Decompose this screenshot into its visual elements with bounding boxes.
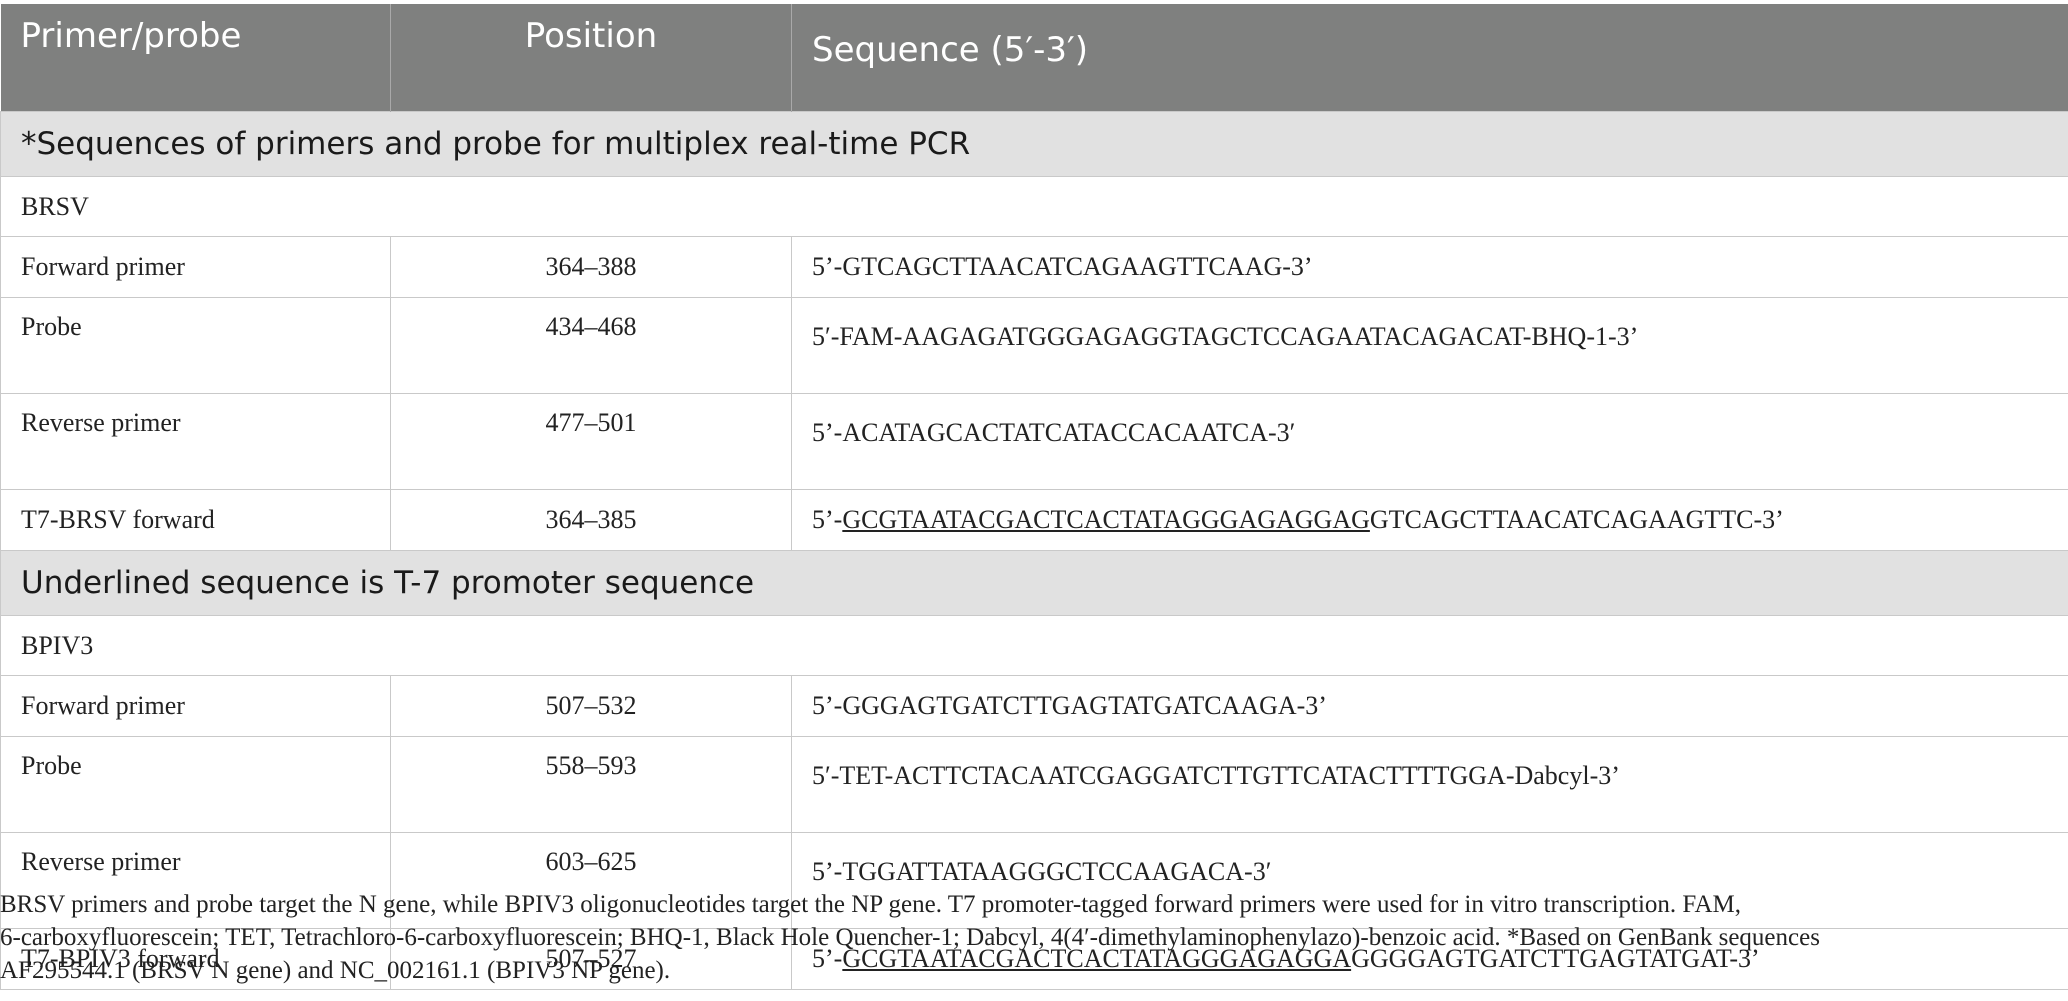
primer-table-container: Primer/probe Position Sequence (5′-3′) *… xyxy=(0,4,2068,990)
sequence-text: 5’-TGGATTATAAGGGCTCCAAGACA-3′ xyxy=(812,857,1272,886)
row-position: 507–527 xyxy=(390,928,792,990)
row-position: 364–388 xyxy=(390,236,792,298)
row-primer-name: T7-BRSV forward xyxy=(0,489,391,551)
t7-promoter-underlined: GCGTAATACGACTCACTATAGGGAGAGGAG xyxy=(842,505,1370,534)
section-title: *Sequences of primers and probe for mult… xyxy=(0,111,2068,177)
footnote-line: AF295544.1 (BRSV N gene) and NC_002161.1… xyxy=(0,957,671,984)
section-row: *Sequences of primers and probe for mult… xyxy=(0,111,2068,177)
row-position: 507–532 xyxy=(390,675,792,737)
sequence-text: 5′-TET-ACTTCTACAATCGAGGATCTTGTTCATACTTTT… xyxy=(812,761,1620,790)
header-primer-probe: Primer/probe xyxy=(0,4,391,112)
footnote-line: BRSV primers and probe target the N gene… xyxy=(0,891,1742,918)
row-sequence: 5’-GGGAGTGATCTTGAGTATGATCAAGA-3’ xyxy=(791,675,2068,737)
row-primer-name: Probe xyxy=(0,297,391,394)
table-row: Reverse primer 603–625 5’-TGGATTATAAGGGC… xyxy=(0,832,2068,929)
sequence-text: 5’-GGGAGTGATCTTGAGTATGATCAAGA-3’ xyxy=(812,691,1327,720)
sequence-suffix: GTCAGCTTAACATCAGAAGTTC-3’ xyxy=(1369,505,1784,534)
sequence-prefix: 5’- xyxy=(812,944,843,973)
table-footnote: BRSV primers and probe target the N gene… xyxy=(0,888,2040,987)
primer-probe-table: Primer/probe Position Sequence (5′-3′) *… xyxy=(0,4,2068,990)
row-position: 364–385 xyxy=(390,489,792,551)
group-label-brsv: BRSV xyxy=(0,176,2068,237)
table-header-row: Primer/probe Position Sequence (5′-3′) xyxy=(0,4,2068,112)
row-primer-name: Probe xyxy=(0,736,391,833)
sequence-text: 5′-FAM-AAGAGATGGGAGAGGTAGCTCCAGAATACAGAC… xyxy=(812,322,1639,351)
t7-promoter-underlined: GCGTAATACGACTCACTATAGGGAGAGGA xyxy=(842,944,1352,973)
row-primer-name: Forward primer xyxy=(0,236,391,298)
table-row: T7-BPIV3 forward 507–527 5’-GCGTAATACGAC… xyxy=(0,928,2068,990)
section-title: Underlined sequence is T-7 promoter sequ… xyxy=(0,550,2068,616)
row-position: 477–501 xyxy=(390,393,792,490)
header-position: Position xyxy=(390,4,792,112)
row-primer-name: Forward primer xyxy=(0,675,391,737)
row-position: 558–593 xyxy=(390,736,792,833)
footnote-line: 6-carboxyfluorescein; TET, Tetrachloro-6… xyxy=(0,924,1820,951)
row-sequence: 5′-FAM-AAGAGATGGGAGAGGTAGCTCCAGAATACAGAC… xyxy=(791,297,2068,394)
group-label-bpiv3: BPIV3 xyxy=(0,615,2068,676)
sequence-prefix: 5’- xyxy=(812,505,843,534)
row-primer-name: Reverse primer xyxy=(0,393,391,490)
table-row: Forward primer 507–532 5’-GGGAGTGATCTTGA… xyxy=(0,675,2068,737)
row-sequence: 5’-ACATAGCACTATCATACCACAATCA-3′ xyxy=(791,393,2068,490)
row-sequence: 5’-GTCAGCTTAACATCAGAAGTTCAAG-3’ xyxy=(791,236,2068,298)
table-row: Probe 434–468 5′-FAM-AAGAGATGGGAGAGGTAGC… xyxy=(0,297,2068,394)
section-row: Underlined sequence is T-7 promoter sequ… xyxy=(0,550,2068,616)
table-row: Reverse primer 477–501 5’-ACATAGCACTATCA… xyxy=(0,393,2068,490)
group-row: BRSV xyxy=(0,176,2068,237)
row-sequence: 5’-GCGTAATACGACTCACTATAGGGAGAGGAGGGGAGTG… xyxy=(791,928,2068,990)
row-primer-name: Reverse primer xyxy=(0,832,391,929)
table-row: Forward primer 364–388 5’-GTCAGCTTAACATC… xyxy=(0,236,2068,298)
table-row: Probe 558–593 5′-TET-ACTTCTACAATCGAGGATC… xyxy=(0,736,2068,833)
row-sequence: 5’-GCGTAATACGACTCACTATAGGGAGAGGAGGTCAGCT… xyxy=(791,489,2068,551)
sequence-suffix: GGGGAGTGATCTTGAGTATGAT-3’ xyxy=(1351,944,1760,973)
sequence-text: 5’-GTCAGCTTAACATCAGAAGTTCAAG-3’ xyxy=(812,252,1313,281)
row-primer-name: T7-BPIV3 forward xyxy=(0,928,391,990)
table-row: T7-BRSV forward 364–385 5’-GCGTAATACGACT… xyxy=(0,489,2068,551)
sequence-text: 5’-ACATAGCACTATCATACCACAATCA-3′ xyxy=(812,418,1296,447)
header-sequence: Sequence (5′-3′) xyxy=(791,4,2068,112)
row-sequence: 5′-TET-ACTTCTACAATCGAGGATCTTGTTCATACTTTT… xyxy=(791,736,2068,833)
row-position: 603–625 xyxy=(390,832,792,929)
row-sequence: 5’-TGGATTATAAGGGCTCCAAGACA-3′ xyxy=(791,832,2068,929)
group-row: BPIV3 xyxy=(0,615,2068,676)
row-position: 434–468 xyxy=(390,297,792,394)
